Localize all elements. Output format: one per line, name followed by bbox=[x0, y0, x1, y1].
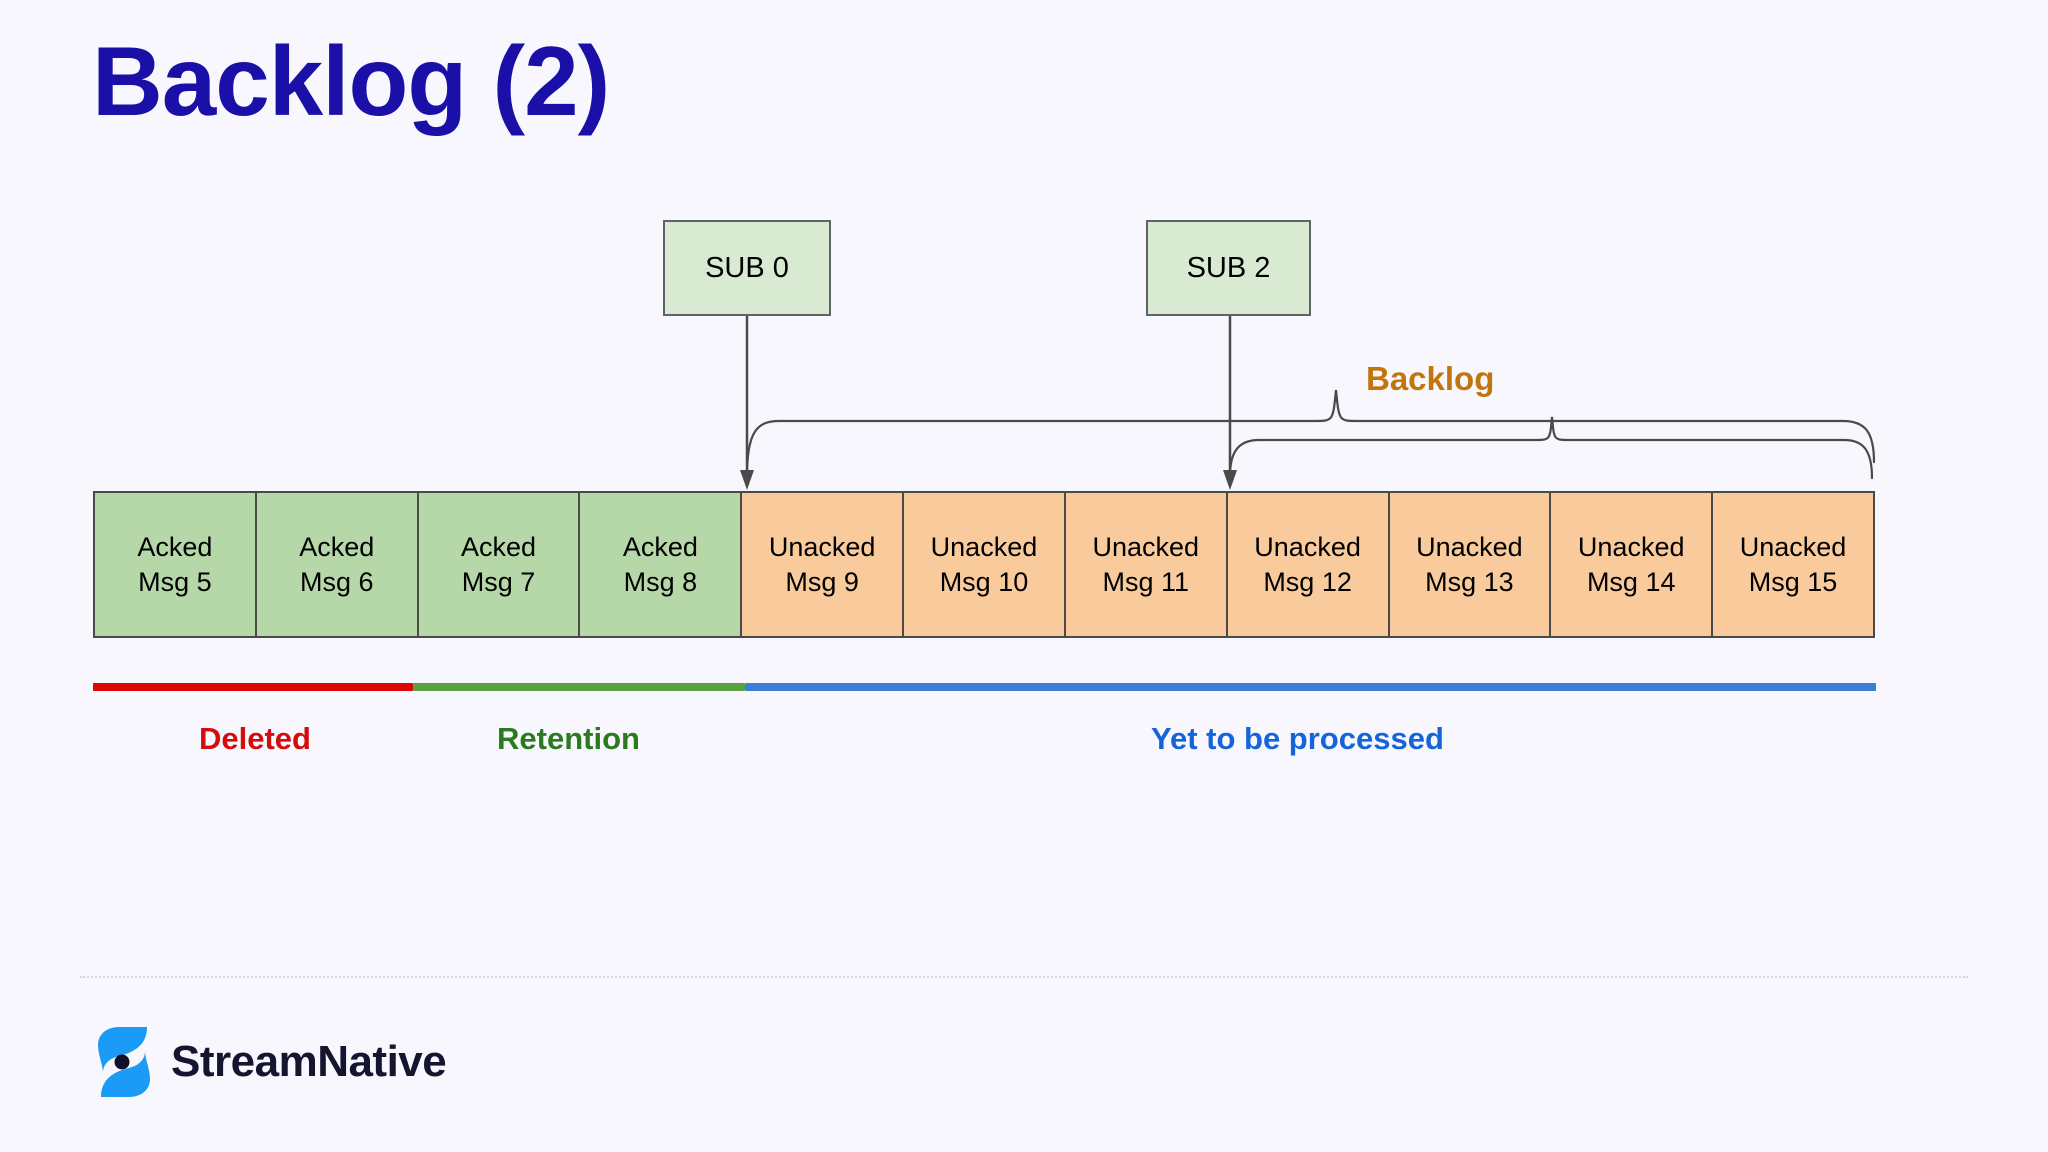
message-state: Acked bbox=[299, 531, 375, 562]
brand-logo: StreamNative bbox=[95, 1025, 447, 1099]
sub-2-label: SUB 2 bbox=[1186, 251, 1271, 284]
message-cell[interactable]: Acked Msg 6 bbox=[256, 493, 419, 636]
message-state: Unacked bbox=[1739, 531, 1847, 562]
legend-bar-deleted bbox=[93, 683, 413, 691]
message-state: Unacked bbox=[1092, 531, 1200, 562]
message-state: Acked bbox=[461, 531, 537, 562]
message-state: Acked bbox=[622, 531, 698, 562]
streamnative-logo-icon bbox=[98, 1027, 150, 1097]
message-id: Msg 10 bbox=[939, 566, 1029, 597]
legend-bar-pending bbox=[745, 683, 1876, 691]
message-state: Unacked bbox=[1416, 531, 1523, 562]
message-cell[interactable]: Unacked Msg 13 bbox=[1389, 493, 1552, 636]
sub-0-label: SUB 0 bbox=[705, 251, 789, 284]
message-id: Msg 9 bbox=[785, 566, 859, 597]
legend-label-deleted: Deleted bbox=[199, 721, 311, 756]
message-state: Acked bbox=[137, 531, 213, 562]
page-title: Backlog (2) bbox=[92, 26, 610, 136]
backlog-annotation-label: Backlog bbox=[1366, 360, 1495, 397]
legend-bar-retention bbox=[413, 683, 745, 691]
message-cell[interactable]: Unacked Msg 15 bbox=[1713, 493, 1873, 636]
legend-label-retention: Retention bbox=[497, 721, 640, 756]
sub-0-box[interactable]: SUB 0 bbox=[663, 220, 831, 316]
message-cell[interactable]: Unacked Msg 11 bbox=[1065, 493, 1228, 636]
sub-2-box[interactable]: SUB 2 bbox=[1146, 220, 1311, 316]
message-cell[interactable]: Unacked Msg 12 bbox=[1227, 493, 1390, 636]
message-state: Unacked bbox=[1254, 531, 1361, 562]
message-id: Msg 14 bbox=[1586, 566, 1676, 597]
message-id: Msg 15 bbox=[1748, 566, 1838, 597]
message-id: Msg 13 bbox=[1425, 566, 1514, 597]
message-state: Unacked bbox=[768, 531, 876, 562]
message-row: Acked Msg 5 Acked Msg 6 Acked Msg 7 Acke… bbox=[93, 491, 1875, 638]
message-id: Msg 8 bbox=[623, 566, 698, 597]
message-cell[interactable]: Acked Msg 5 bbox=[95, 493, 257, 636]
brand-wordmark: StreamNative bbox=[171, 1037, 447, 1086]
message-state: Unacked bbox=[1577, 531, 1685, 562]
footer-divider bbox=[80, 976, 1968, 978]
message-cell[interactable]: Acked Msg 7 bbox=[418, 493, 581, 636]
legend-label-pending: Yet to be processed bbox=[1151, 721, 1444, 756]
message-id: Msg 5 bbox=[138, 566, 212, 597]
message-state: Unacked bbox=[930, 531, 1038, 562]
message-cell[interactable]: Acked Msg 8 bbox=[580, 493, 743, 636]
message-id: Msg 11 bbox=[1102, 566, 1190, 597]
message-id: Msg 12 bbox=[1263, 566, 1352, 597]
message-id: Msg 6 bbox=[299, 566, 374, 597]
message-cell[interactable]: Unacked Msg 9 bbox=[742, 493, 905, 636]
message-cell[interactable]: Unacked Msg 14 bbox=[1551, 493, 1714, 636]
message-id: Msg 7 bbox=[461, 566, 536, 597]
message-cell[interactable]: Unacked Msg 10 bbox=[904, 493, 1066, 636]
